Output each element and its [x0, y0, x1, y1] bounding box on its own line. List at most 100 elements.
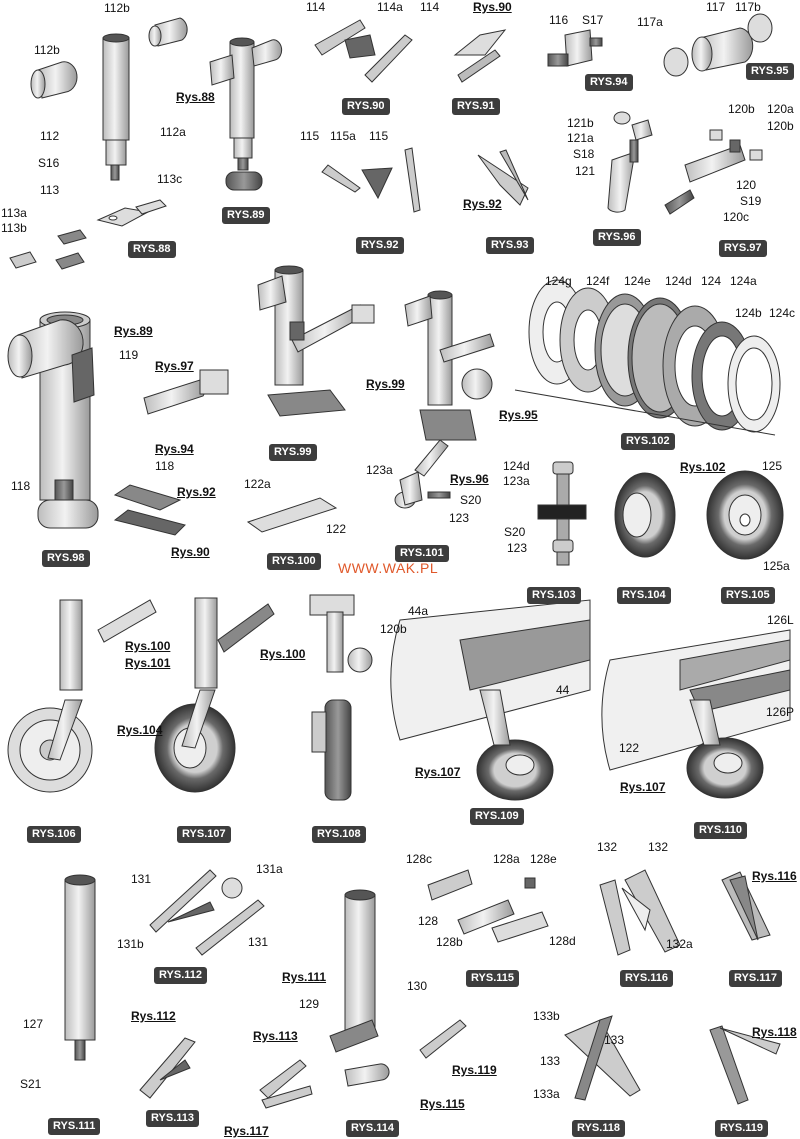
label-115a: 115a [330, 129, 356, 143]
parts-drawing-112 [149, 869, 265, 956]
strut-drawing-88 [30, 17, 188, 181]
strut-drawing-111 [64, 874, 96, 1061]
label-124c: 124c [769, 306, 796, 320]
label-rys88-ref: Rys.88 [176, 90, 215, 104]
washers-drawing-102 [514, 279, 781, 436]
label-113b: 113b [1, 221, 27, 235]
label-133: 133 [604, 1033, 625, 1047]
label-rys119-ref: Rys.119 [452, 1063, 497, 1077]
label-128c: 128c [406, 852, 433, 866]
label-128b: 128b [436, 935, 463, 949]
axle-drawing-103 [537, 461, 587, 566]
label-131: 131 [131, 872, 152, 886]
figure-badge-rys90: RYS.90 [342, 98, 390, 115]
label-rys115-ref: Rys.115 [420, 1097, 465, 1111]
figure-badge-rys99: RYS.99 [269, 444, 317, 461]
gear-drawing-108 [309, 594, 373, 801]
label-121: 121 [575, 164, 596, 178]
label-rys94-ref: Rys.94 [155, 442, 194, 456]
label-120c: 120c [723, 210, 750, 224]
label-S17: S17 [582, 13, 604, 27]
label-S16: S16 [38, 156, 60, 170]
label-rys118-ref: Rys.118 [752, 1025, 797, 1039]
strut-drawing-98 [7, 311, 229, 536]
pin-drawing-94 [547, 29, 603, 67]
label-128a: 128a [493, 852, 520, 866]
label-rys107-ref: Rys.107 [620, 780, 666, 794]
label-128e: 128e [530, 852, 557, 866]
figure-badge-rys96: RYS.96 [593, 229, 641, 246]
label-124f: 124f [586, 274, 610, 288]
label-114a: 114a [377, 0, 403, 14]
label-120b: 120b [728, 102, 755, 116]
label-125a: 125a [763, 559, 790, 573]
label-118: 118 [155, 459, 175, 473]
figure-badge-rys97: RYS.97 [719, 240, 767, 257]
label-121a: 121a [567, 131, 594, 145]
label-133: 133 [540, 1054, 561, 1068]
label-130: 130 [407, 979, 428, 993]
label-rys111-ref: Rys.111 [282, 970, 327, 984]
label-S18: S18 [573, 147, 595, 161]
wheel-drawings-104-105 [614, 470, 784, 560]
label-117a: 117a [637, 15, 663, 29]
label-119: 119 [119, 348, 139, 362]
strut-drawing-101 [394, 290, 495, 509]
gear-drawing-106 [7, 599, 157, 793]
figure-badge-rys104: RYS.104 [617, 587, 671, 604]
figure-badge-rys100: RYS.100 [267, 553, 321, 570]
label-118: 118 [11, 479, 31, 493]
label-128: 128 [418, 914, 439, 928]
figure-badge-rys92: RYS.92 [356, 237, 404, 254]
label-123a: 123a [366, 463, 393, 477]
figure-badge-rys114: RYS.114 [346, 1120, 400, 1137]
label-122: 122 [619, 741, 640, 755]
label-131a: 131a [256, 862, 283, 876]
label-133b: 133b [533, 1009, 560, 1023]
figure-badge-rys89: RYS.89 [222, 207, 270, 224]
label-rys92-ref: Rys.92 [463, 197, 502, 211]
installation-drawing-109 [390, 599, 591, 801]
label-115: 115 [369, 129, 389, 143]
label-112b: 112b [34, 43, 60, 57]
label-129: 129 [299, 997, 320, 1011]
figure-badge-rys107: RYS.107 [177, 826, 231, 843]
label-123: 123 [449, 511, 470, 525]
figure-badge-rys93: RYS.93 [486, 237, 534, 254]
label-S20: S20 [504, 525, 526, 539]
label-127: 127 [23, 1017, 44, 1031]
figure-badge-rys115: RYS.115 [466, 970, 520, 987]
label-112a: 112a [160, 125, 186, 139]
figure-badge-rys116: RYS.116 [620, 970, 674, 987]
label-rys100-ref: Rys.100 [125, 639, 171, 653]
label-44: 44 [556, 683, 570, 697]
label-124g: 124g [545, 274, 572, 288]
figure-badge-rys103: RYS.103 [527, 587, 581, 604]
figure-badge-rys106: RYS.106 [27, 826, 81, 843]
link-drawings-118-119 [564, 1015, 781, 1105]
label-rys116-ref: Rys.116 [752, 869, 797, 883]
figure-badge-rys101: RYS.101 [395, 545, 449, 562]
figure-badge-rys108: RYS.108 [312, 826, 366, 843]
strut-drawing-89 [209, 37, 283, 191]
label-124a: 124a [730, 274, 757, 288]
label-44a: 44a [408, 604, 429, 618]
label-124d: 124d [503, 459, 530, 473]
label-rys117-ref: Rys.117 [224, 1124, 269, 1138]
figure-badge-rys111: RYS.111 [48, 1118, 101, 1135]
label-126P: 126P [766, 705, 795, 719]
label-rys90-ref: Rys.90 [171, 545, 210, 559]
label-125: 125 [762, 459, 783, 473]
label-113: 113 [40, 183, 60, 197]
figure-badge-rys95: RYS.95 [746, 63, 794, 80]
label-rys113-ref: Rys.113 [253, 1029, 298, 1043]
figure-badge-rys105: RYS.105 [721, 587, 775, 604]
figure-badge-rys91: RYS.91 [452, 98, 500, 115]
label-131: 131 [248, 935, 269, 949]
label-112b: 112b [104, 1, 130, 15]
part-113-drawing [9, 199, 167, 270]
figure-badge-rys112: RYS.112 [154, 967, 208, 984]
label-S20: S20 [460, 493, 482, 507]
label-123: 123 [507, 541, 528, 555]
figure-badge-rys118: RYS.118 [572, 1120, 626, 1137]
